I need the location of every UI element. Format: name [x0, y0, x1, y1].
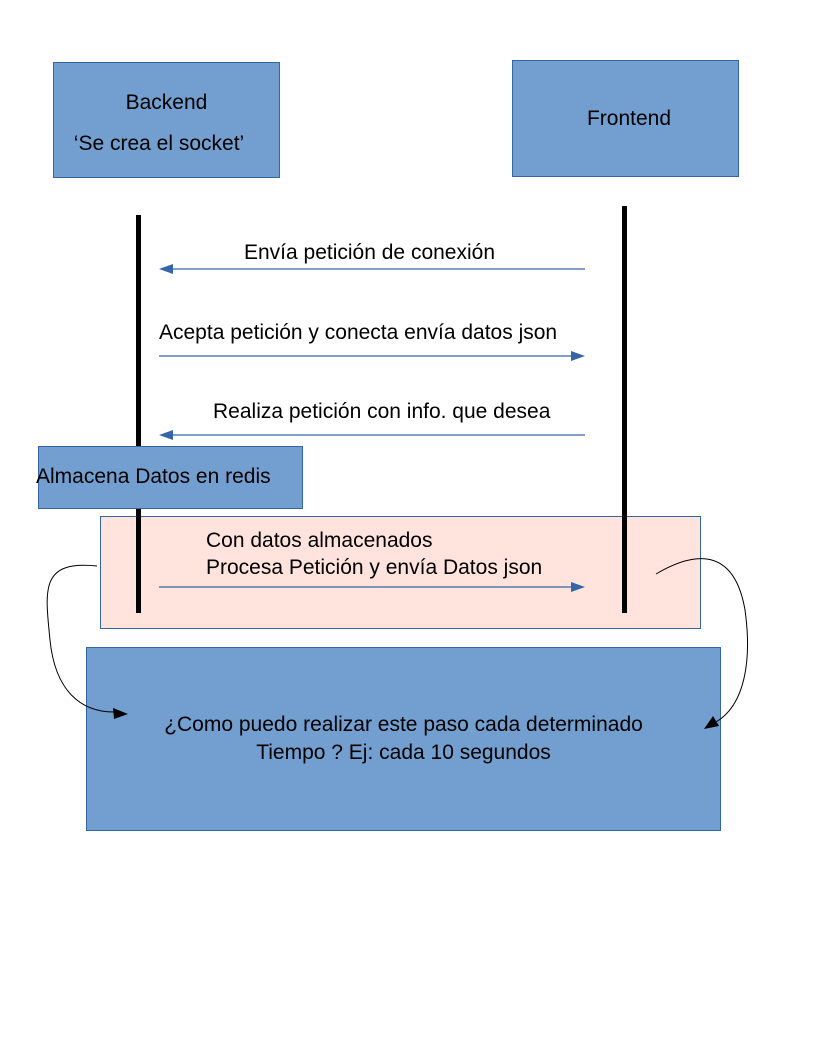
process-highlight-box	[100, 516, 701, 629]
frontend-lifeline	[622, 206, 627, 613]
backend-box: Backend ‘Se crea el socket’	[53, 62, 280, 178]
arrow-process-send	[159, 582, 585, 592]
arrow-accept-connect	[159, 351, 585, 361]
store-box	[38, 446, 303, 509]
store-label: Almacena Datos en redis	[36, 465, 271, 488]
arrow-connection-request	[159, 264, 585, 274]
question-line2: Tiempo ? Ej: cada 10 segundos	[256, 741, 551, 764]
message-connection-request: Envía petición de conexión	[244, 241, 496, 264]
process-line2: Procesa Petición y envía Datos json	[206, 556, 543, 579]
question-box: ¿Como puedo realizar este paso cada dete…	[86, 647, 721, 831]
backend-lifeline	[136, 215, 141, 613]
backend-note: ‘Se crea el socket’	[73, 132, 245, 155]
frontend-title: Frontend	[586, 107, 672, 130]
question-line1: ¿Como puedo realizar este paso cada dete…	[164, 713, 643, 736]
curve-left-connector	[46, 564, 128, 719]
process-line1: Con datos almacenados	[206, 529, 433, 552]
arrow-request-info	[159, 430, 585, 440]
message-request-info: Realiza petición con info. que desea	[213, 400, 551, 423]
message-accept-connect: Acepta petición y conecta envía datos js…	[159, 321, 558, 344]
frontend-box: Frontend	[512, 60, 739, 177]
curve-right-connector	[655, 558, 748, 729]
backend-title: Backend	[125, 91, 208, 114]
